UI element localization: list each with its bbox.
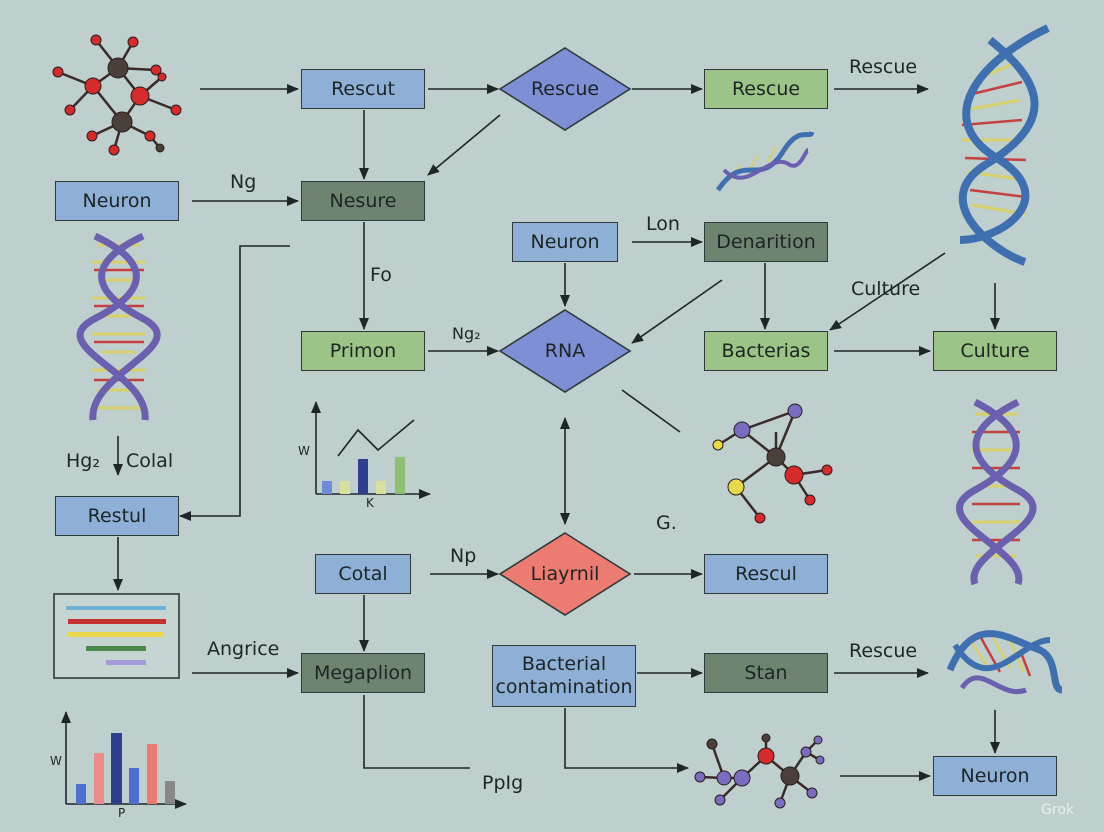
dna-helix-icon-bottom-right (946, 630, 1064, 695)
bar-chart-icon (311, 401, 431, 499)
grok-watermark: Grok (1041, 802, 1074, 818)
bar-chart-icon-2 (61, 711, 187, 809)
molecule-icon (57, 39, 177, 151)
label-np: Np (450, 545, 477, 567)
node-neuron-left: Neuron (55, 181, 179, 221)
molecule-atoms-3 (694, 733, 825, 809)
line-megaplion-ppig (363, 695, 470, 769)
label-ng: Ng (230, 171, 257, 193)
node-rescut: Rescut (301, 69, 425, 109)
label-g: G. (656, 512, 677, 534)
node-bacterias: Bacterias (704, 331, 828, 371)
label-rescue-bottom: Rescue (849, 640, 918, 662)
dna-helix-icon-left (76, 232, 161, 421)
node-liayrnil: Liayrnil (530, 563, 600, 585)
arrow-nesure-restul (179, 245, 290, 521)
label-rescue-top: Rescue (849, 56, 918, 78)
molecule-icon-3 (699, 738, 821, 804)
arrow-denarition-rna (631, 279, 723, 344)
label-hg2: Hg₂ (66, 450, 100, 472)
molecule-atoms (52, 34, 182, 156)
node-rescue-diamond: Rescue (530, 78, 600, 100)
label-fo: Fo (370, 264, 392, 286)
arrow-culture-bacterias (829, 252, 946, 331)
rescue-diamond-shape (498, 47, 632, 131)
dna-helix-icon-top-right (958, 24, 1050, 266)
dna-helix-icon-right (956, 398, 1037, 586)
node-rescue-green: Rescue (704, 69, 828, 109)
node-stan: Stan (704, 653, 828, 693)
node-culture: Culture (933, 331, 1057, 371)
line-rna-molecule (621, 389, 681, 433)
dna-helix-icon-small (715, 130, 815, 192)
chart-label-p: P (118, 806, 126, 820)
label-culture: Culture (851, 278, 921, 300)
arrows (113, 84, 1000, 781)
node-megaplion: Megaplion (301, 653, 425, 693)
node-bacterial-contamination: Bacterial contamination (492, 645, 636, 707)
list-chart-icon (53, 593, 180, 679)
node-restul: Restul (55, 496, 179, 536)
node-neuron-center: Neuron (512, 222, 618, 262)
label-colal: Colal (126, 450, 174, 472)
node-neuron-bottom: Neuron (933, 756, 1057, 796)
label-lon: Lon (646, 213, 680, 235)
label-ppig: PpIg (482, 772, 524, 794)
label-ng2: Ng₂ (452, 324, 481, 343)
arrow-rescue-nesure (427, 114, 501, 176)
arrow-bacterial-molecule (564, 708, 689, 773)
node-denarition: Denarition (704, 222, 828, 262)
node-primon: Primon (301, 331, 425, 371)
chart-label-w1: W (298, 444, 310, 458)
node-nesure: Nesure (301, 181, 425, 221)
node-rna: RNA (544, 340, 586, 362)
node-rescul: Rescul (704, 554, 828, 594)
liayrnil-diamond-shape (498, 532, 632, 616)
chart-label-k: K (366, 496, 374, 510)
node-cotal: Cotal (315, 554, 411, 594)
molecule-atoms-2 (712, 403, 833, 524)
label-angrice: Angrice (207, 638, 280, 660)
rna-diamond-shape (498, 309, 632, 393)
chart-label-w2: W (50, 754, 62, 768)
